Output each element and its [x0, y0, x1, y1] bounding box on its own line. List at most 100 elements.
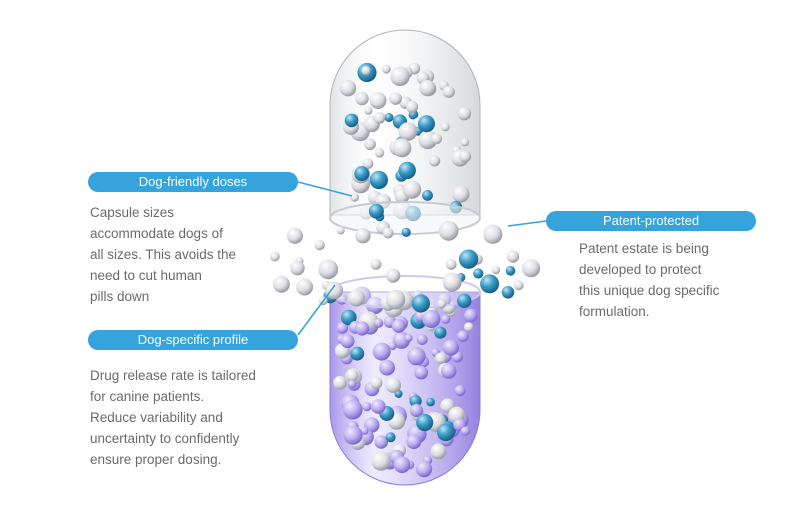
sphere [362, 401, 372, 412]
sphere [354, 166, 370, 182]
sphere [491, 265, 501, 275]
sphere [513, 280, 524, 291]
desc-line: uncertainty to confidently [90, 431, 240, 446]
sphere [373, 112, 386, 124]
sphere [272, 275, 290, 293]
sphere [393, 456, 411, 474]
sphere [506, 250, 520, 263]
desc-line: ensure proper dosing. [90, 452, 222, 467]
sphere [325, 281, 344, 300]
sphere [452, 185, 470, 203]
desc-line: developed to protect [579, 262, 702, 277]
sphere [372, 342, 391, 361]
sphere [336, 226, 345, 235]
feature-title-patent-protected: Patent-protected [546, 211, 756, 231]
sphere [379, 359, 395, 376]
sphere [440, 314, 451, 324]
sphere [389, 92, 402, 105]
sphere [369, 92, 387, 109]
sphere [385, 432, 396, 443]
sphere [392, 138, 412, 158]
sphere [416, 413, 434, 432]
connector-line-2 [507, 220, 547, 227]
sphere [505, 266, 516, 276]
connector-line-3 [297, 284, 336, 336]
sphere [457, 107, 471, 121]
sphere [318, 259, 339, 280]
sphere [401, 227, 411, 237]
sphere [458, 249, 479, 269]
desc-line: this unique dog specific [579, 283, 720, 298]
sphere [366, 296, 384, 315]
sphere [442, 85, 455, 98]
sphere [355, 91, 369, 106]
sphere [441, 363, 457, 379]
sphere [344, 113, 359, 128]
sphere [286, 227, 303, 244]
sphere [454, 385, 466, 397]
sphere [342, 399, 363, 420]
sphere [369, 170, 388, 190]
desc-line: need to cut human [90, 268, 202, 283]
sphere [348, 289, 365, 307]
sphere [368, 203, 384, 219]
sphere [384, 113, 394, 122]
sphere [442, 339, 459, 356]
sphere [407, 347, 426, 366]
sphere [473, 268, 484, 279]
sphere [480, 274, 500, 294]
sphere [364, 138, 376, 151]
sphere [422, 309, 441, 329]
sphere [406, 434, 422, 450]
sphere [438, 220, 459, 241]
sphere [355, 228, 371, 244]
sphere [437, 299, 447, 309]
sphere [501, 286, 515, 299]
desc-line: Patent estate is being [579, 241, 709, 256]
sphere [382, 227, 394, 239]
sphere [440, 122, 450, 132]
sphere [333, 375, 347, 390]
desc-line: Capsule sizes [90, 205, 175, 220]
sphere [457, 293, 472, 308]
sphere [296, 278, 314, 296]
desc-line: accommodate dogs of [90, 226, 223, 241]
desc-line: for canine patients. [90, 389, 205, 404]
sphere [336, 322, 349, 334]
sphere [371, 399, 386, 414]
sphere [430, 443, 447, 460]
sphere [340, 334, 355, 349]
sphere [355, 321, 370, 336]
sphere [426, 397, 435, 407]
sphere [431, 133, 442, 145]
sphere [404, 334, 413, 342]
sphere [341, 309, 357, 326]
sphere [422, 190, 433, 201]
sphere [522, 259, 541, 278]
sphere [460, 426, 470, 436]
feature-desc-dog-specific-profile: Drug release rate is tailored for canine… [90, 365, 256, 470]
sphere [445, 259, 457, 270]
sphere [398, 161, 416, 180]
sphere [350, 346, 365, 361]
sphere [374, 435, 389, 449]
sphere [371, 451, 391, 471]
sphere [269, 251, 280, 262]
desc-line: Reduce variability and [90, 410, 223, 425]
sphere [385, 289, 406, 310]
sphere [411, 294, 430, 313]
sphere [360, 426, 369, 435]
sphere [386, 268, 401, 283]
sphere [385, 377, 402, 394]
sphere [418, 115, 435, 133]
sphere [418, 130, 438, 150]
desc-line: Drug release rate is tailored [90, 368, 256, 383]
connector-line-1 [297, 181, 353, 197]
sphere [390, 66, 410, 87]
sphere [362, 158, 374, 170]
sphere [409, 395, 422, 408]
sphere [483, 224, 503, 244]
sphere [339, 80, 357, 97]
feature-desc-patent-protected: Patent estate is being developed to prot… [579, 238, 719, 322]
sphere [416, 334, 428, 345]
